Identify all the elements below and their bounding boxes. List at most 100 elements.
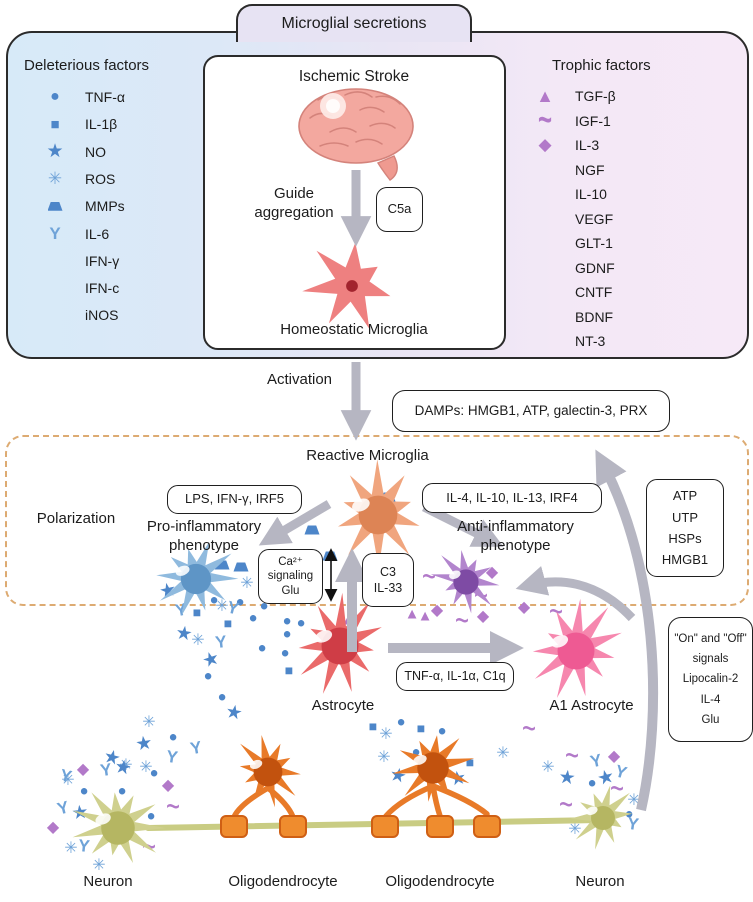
legend-item: IFN-c [38,277,119,299]
molecule-star: ★ [70,801,90,825]
molecule-ast: ✳ [191,632,205,649]
molecule-tri: ▲ [340,611,356,629]
lps-label: LPS, IFN-γ, IRF5 [185,491,284,507]
myelin-sheath [220,815,248,838]
molecule-circle: ● [146,807,156,825]
legend-item: ◆ IL-3 [528,134,599,156]
molecule-y: Y [58,765,74,787]
ca-signaling-box: Ca²⁺ signaling Glu [258,549,323,604]
astrocyte-cell-vacuole [315,630,333,643]
atp-line3: HSPs [668,531,702,546]
molecule-ast: ✳ [496,745,510,762]
diamond-icon: ◆ [538,135,552,154]
legend-item: ●TNF-α [38,86,125,108]
a1-astrocyte-cell-vacuole [551,635,569,648]
activation-label: Activation [266,371,333,388]
neuron2-cell-vacuole [586,806,598,816]
oligodendrocyte1-cell [239,735,301,808]
legend-item: MMPs [38,195,125,217]
il4-box: IL-4, IL-10, IL-13, IRF4 [422,483,602,513]
myelin-sheath [279,815,307,838]
atp-box: ATP UTP HSPs HMGB1 [646,479,724,577]
legend-label: ROS [85,170,116,187]
molecule-ast: ✳ [139,759,153,776]
molecule-star: ★ [112,756,134,780]
legend-label: IFN-γ [85,252,120,269]
molecule-square: ■ [284,662,294,678]
neuron2-cell [570,785,633,850]
onoff-line1: "On" and "Off" [674,633,747,646]
molecule-square: ■ [368,718,378,734]
molecule-circle: ● [587,774,597,792]
oligodendrocyte2-label: Oligodendrocyte [385,873,495,890]
oligodendrocyte1-label: Oligodendrocyte [228,873,338,890]
molecule-circle: ● [168,728,178,746]
oligodendrocyte-process [231,785,271,820]
legend-label: IL-6 [85,225,110,242]
homeostatic-microglia-label: Homeostatic Microglia [280,321,428,338]
molecule-square: ■ [223,615,233,631]
molecule-sq: ~ [165,787,181,828]
c5a-label: C5a [387,201,412,217]
molecule-y: Y [214,631,228,653]
molecule-y: Y [99,759,113,781]
molecule-y: Y [55,797,71,819]
legend-label: IL-10 [575,186,607,202]
molecule-y: Y [626,813,640,835]
molecule-circle: ● [624,805,634,823]
molecule-ast: ✳ [377,749,391,766]
molecule-sq: ~ [609,769,625,810]
secretions-tab: Microglial secretions [236,4,472,42]
oligodendrocyte-process [430,783,490,817]
il4-label: IL-4, IL-10, IL-13, IRF4 [446,489,578,505]
circle-icon: ● [50,88,60,105]
legend-label: IL-3 [575,137,600,153]
molecule-y: Y [588,750,604,772]
legend-item: VEGF [528,208,613,230]
trapezoid-icon [38,201,72,211]
legend-item: ~IGF-1 [528,99,611,141]
molecule-ast: ✳ [119,757,133,774]
a1-astrocyte-cell-nucleus [557,632,595,670]
molecule-circle: ● [217,688,227,706]
asterisk-icon: ✳ [47,168,63,188]
molecule-tri: ▲ [417,607,433,625]
damps-label: DAMPs: HMGB1, ATP, galectin-3, PRX [414,403,648,419]
neuron1-cell-vacuole [95,813,111,825]
molecule-y: Y [77,835,91,857]
legend-item: iNOS [38,304,118,326]
c3-box: C3 IL-33 [362,553,414,607]
molecule-circle: ● [282,625,292,643]
molecule-ast: ✳ [61,772,75,789]
triangle-icon: ▲ [536,85,554,106]
molecule-dia: ◆ [476,608,490,625]
legend-item: IL-10 [528,183,607,205]
molecule-dia: ◆ [46,819,60,836]
molecule-y: Y [612,761,630,783]
legend-item: NT-3 [528,330,605,352]
squiggle-icon: ~ [537,99,552,141]
atp-line1: ATP [672,488,698,504]
molecule-circle: ● [117,782,127,800]
legend-item: ✳ ROS [38,168,115,190]
molecule-ast: ✳ [627,792,641,809]
legend-label: TGF-β [575,88,616,104]
molecule-tri: ▲ [404,605,420,623]
molecule-circle: ● [437,722,447,740]
atp-line4: HMGB1 [661,552,709,568]
molecule-sq: ~ [564,736,580,777]
neural-layer [145,783,603,838]
onoff-line2: signals [692,653,729,666]
molecule-circle: ● [149,764,159,782]
molecule-square: ■ [465,754,475,770]
pro-inflammatory-label: Pro-inflammatory phenotype [146,518,262,554]
oligodendrocyte-process [430,783,443,819]
molecule-sq: ~ [558,785,574,826]
legend-item: IFN-γ [38,250,119,272]
legend-item: BDNF [528,306,613,328]
ca-line2: signaling [267,570,314,583]
molecule-ast: ✳ [92,857,106,874]
onoff-line5: Glu [701,713,720,726]
legend-item: CNTF [528,281,612,303]
c3-line1: C3 [380,564,396,579]
